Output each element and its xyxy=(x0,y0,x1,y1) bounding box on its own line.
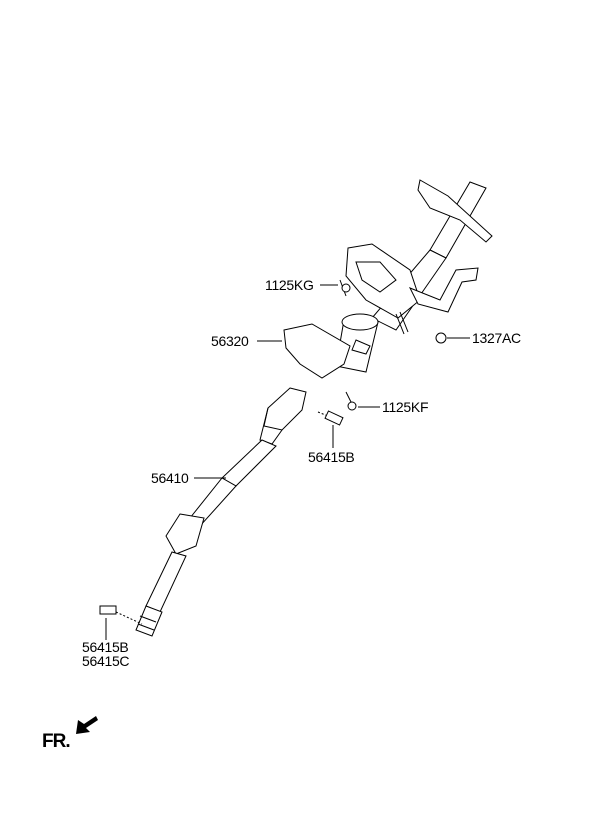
steering-column-assembly xyxy=(99,179,493,637)
leader-lines xyxy=(105,284,470,640)
part-label-56410: 56410 xyxy=(151,470,189,486)
part-label-1125kf: 1125KF xyxy=(382,399,429,415)
part-label-1125kg: 1125KG xyxy=(265,277,314,293)
part-label-56415c: 56415C xyxy=(82,653,130,669)
front-arrow-icon xyxy=(76,716,98,734)
part-label-56415b: 56415B xyxy=(308,449,355,465)
part-label-56415b-lower: 56415B xyxy=(82,639,129,655)
front-direction-label: FR. xyxy=(42,731,71,752)
part-label-56320: 56320 xyxy=(211,333,249,349)
part-label-1327ac: 1327AC xyxy=(472,330,521,346)
